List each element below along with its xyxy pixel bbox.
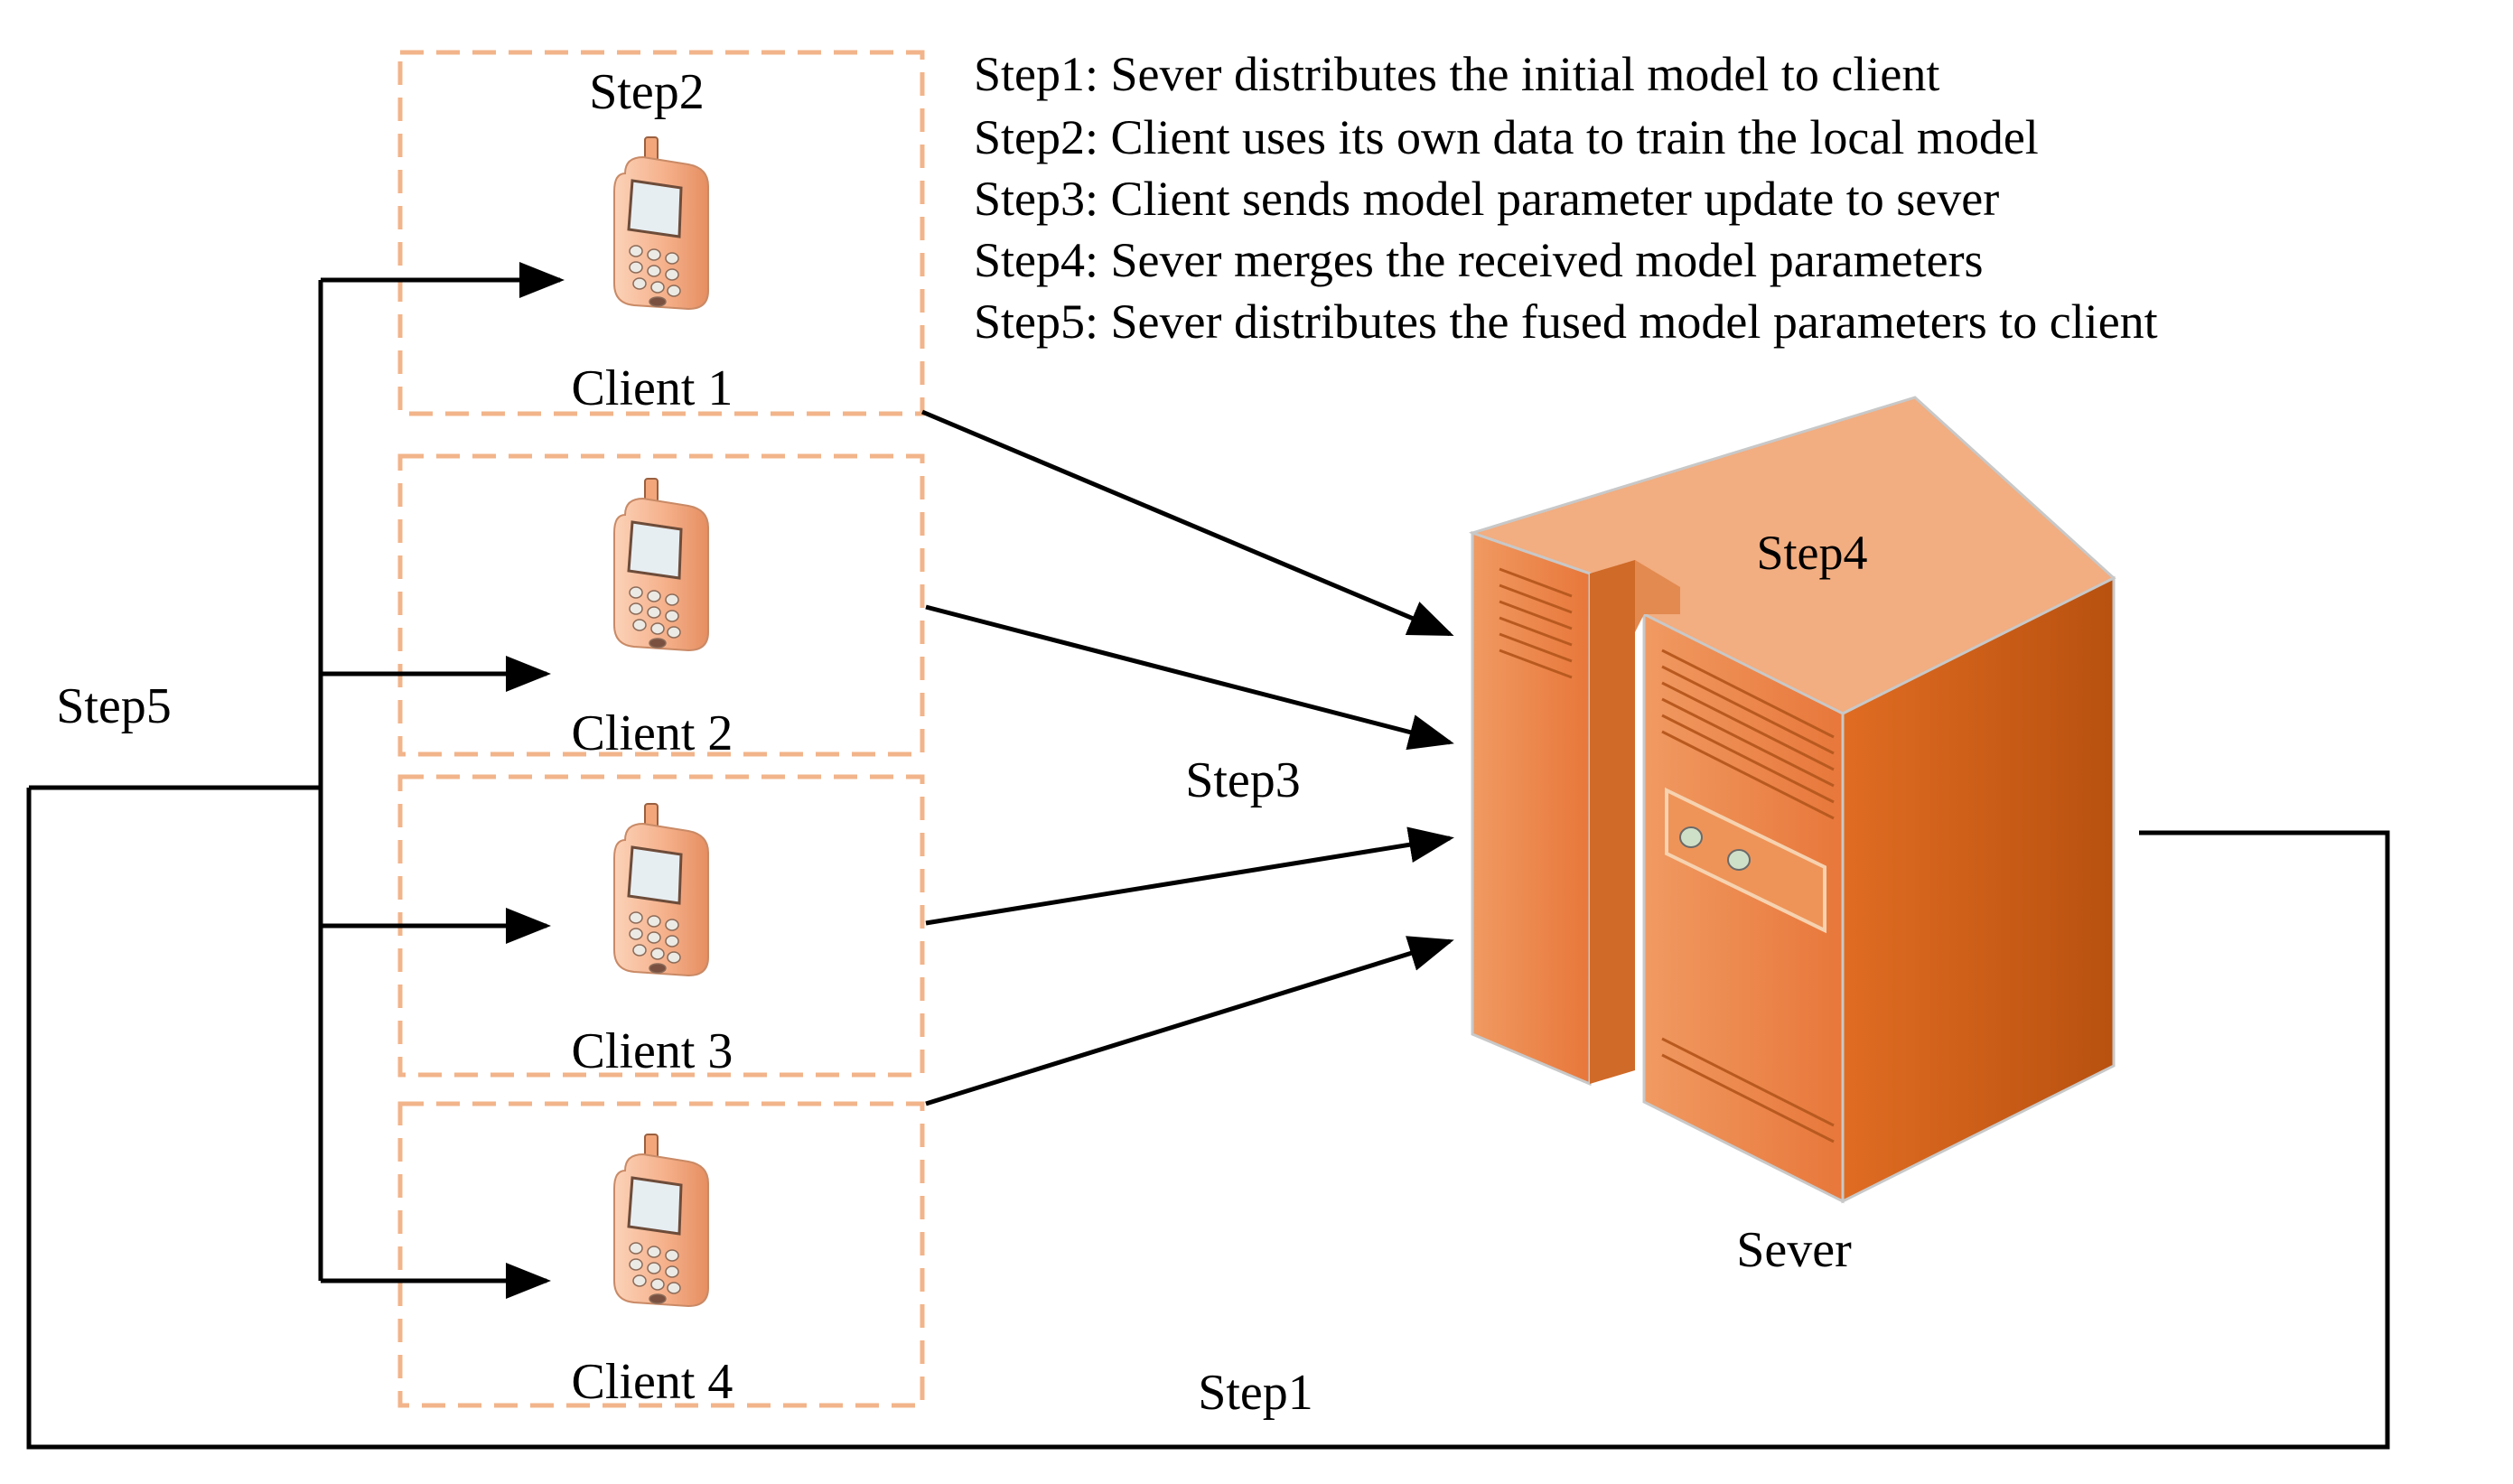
step4-label: Step4 — [1756, 526, 1867, 580]
step5-label: Step5 — [56, 678, 172, 734]
client-label-3: Client 3 — [572, 1023, 733, 1079]
step2-label: Step2 — [589, 64, 705, 120]
legend-line-3: Step3: Client sends model parameter upda… — [974, 172, 1999, 226]
client-label-1: Client 1 — [572, 360, 733, 416]
status-light-icon — [1727, 849, 1751, 871]
phone-icon-client-1 — [612, 135, 710, 311]
step1-return-line — [26, 788, 2390, 1450]
step3-uploads — [921, 409, 1454, 1106]
client-box-1 — [397, 50, 925, 416]
server-icon — [1468, 396, 2116, 1204]
phone-icon-client-4 — [612, 1133, 710, 1308]
client-label-4: Client 4 — [572, 1354, 733, 1410]
legend-line-5: Step5: Sever distributes the fused model… — [974, 294, 2158, 349]
arrow-client-2-to-server — [925, 604, 1454, 751]
arrow-client-1-to-server — [921, 409, 1454, 637]
step1-label: Step1 — [1198, 1365, 1313, 1421]
client-box-2 — [397, 453, 925, 757]
legend-line-4: Step4: Sever merges the received model p… — [974, 233, 1984, 287]
arrow-client-4-to-server — [925, 936, 1454, 1106]
legend-line-1: Step1: Sever distributes the initial mod… — [974, 47, 1939, 101]
arrow-client-3-to-server — [925, 826, 1454, 926]
power-light-icon — [1679, 826, 1703, 848]
step5-distribution — [26, 262, 2390, 1450]
phone-icon-client-3 — [612, 802, 710, 977]
legend-line-2: Step2: Client uses its own data to train… — [974, 110, 2039, 164]
server-label: Sever — [1736, 1222, 1852, 1278]
phone-icon-client-2 — [612, 477, 710, 652]
legend: Step1: Sever distributes the initial mod… — [974, 47, 2158, 349]
client-label-2: Client 2 — [572, 705, 733, 761]
step3-label: Step3 — [1185, 752, 1301, 808]
client-box-4 — [397, 1101, 925, 1408]
